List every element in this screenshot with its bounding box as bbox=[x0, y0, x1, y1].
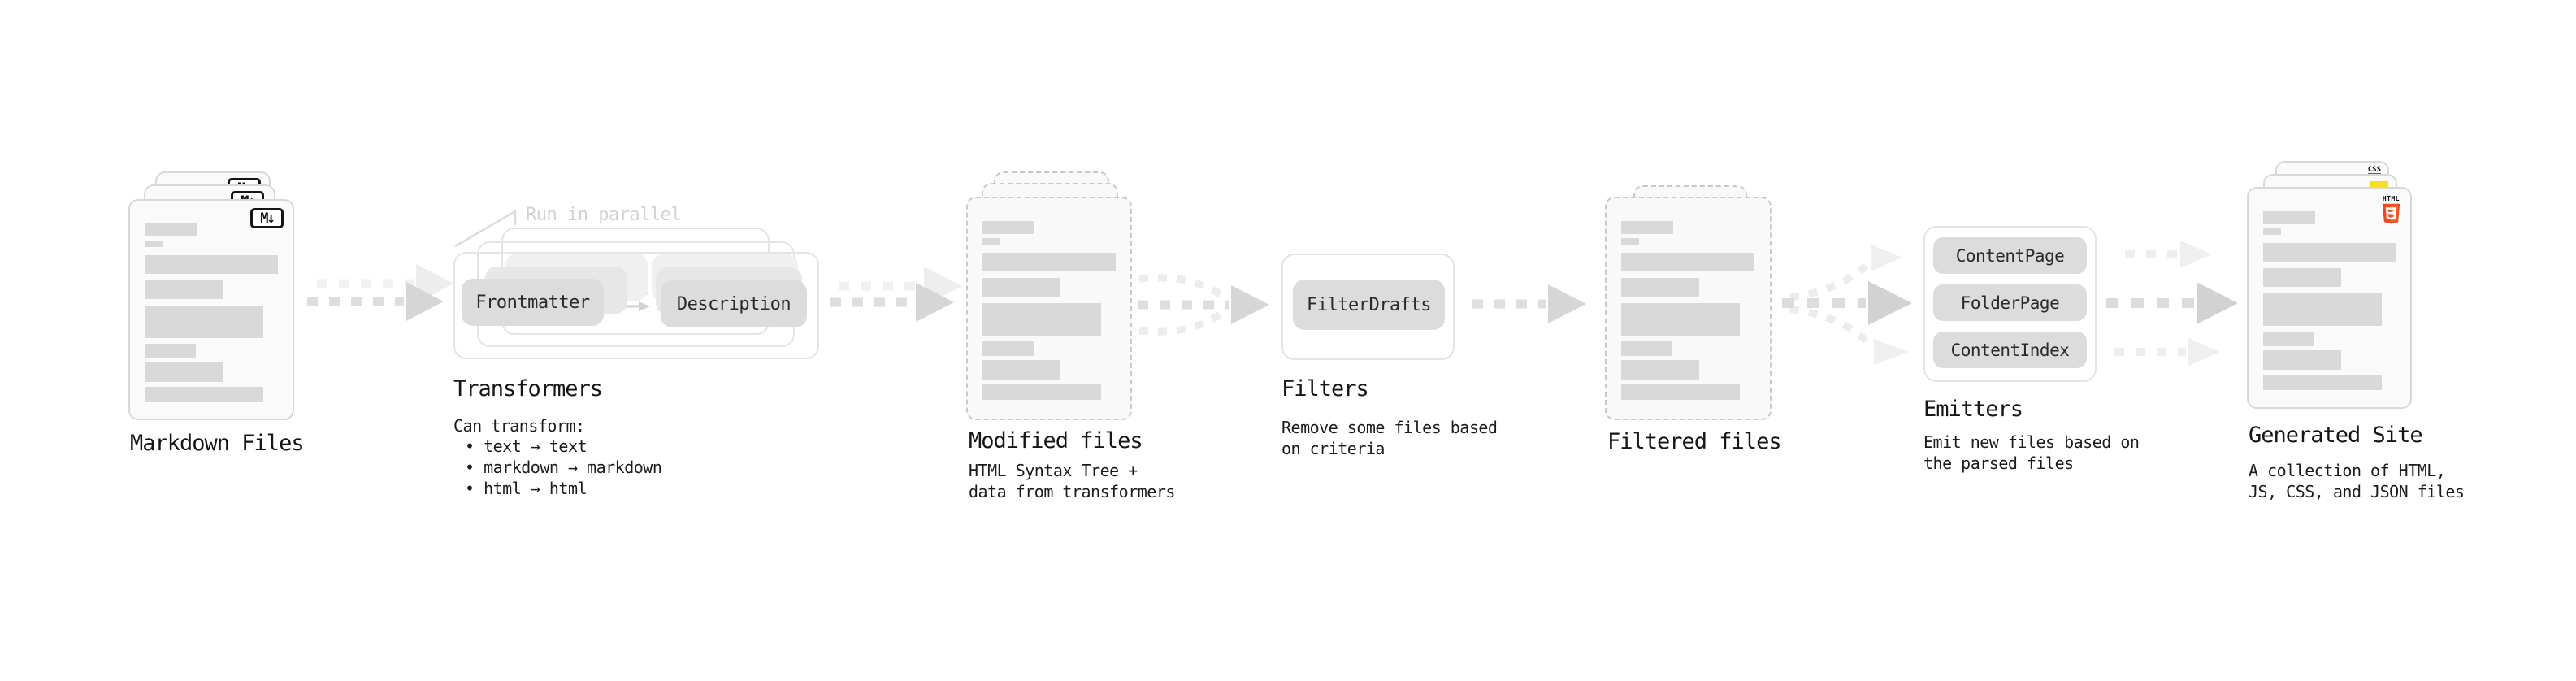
arrow-emitters-to-generated-middle bbox=[2106, 282, 2238, 324]
annotation-leader-line bbox=[454, 209, 517, 248]
folderpage-pill: FolderPage bbox=[1933, 284, 2087, 321]
placeholder-line bbox=[145, 387, 263, 402]
transformers-desc-heading: Can transform: bbox=[453, 416, 585, 436]
placeholder-text-lines bbox=[982, 221, 1116, 400]
run-in-parallel-annotation: Run in parallel bbox=[526, 205, 682, 225]
placeholder-line bbox=[145, 223, 197, 236]
modified-file-card-front bbox=[966, 197, 1132, 420]
placeholder-line bbox=[145, 255, 278, 274]
placeholder-line bbox=[145, 280, 223, 299]
generated-site-label: Generated Site bbox=[2249, 423, 2423, 448]
placeholder-line bbox=[1621, 278, 1699, 297]
emitters-label: Emitters bbox=[1923, 397, 2023, 422]
placeholder-line bbox=[2263, 375, 2382, 390]
filtered-file-card-front bbox=[1605, 197, 1772, 420]
arrow-filters-to-filtered bbox=[1472, 284, 1586, 323]
placeholder-line bbox=[1621, 360, 1699, 380]
modified-files-label: Modified files bbox=[969, 428, 1143, 453]
placeholder-line bbox=[145, 362, 223, 382]
placeholder-line bbox=[982, 360, 1060, 380]
node-transformers: Run in parallel Frontmatter Description … bbox=[453, 205, 835, 514]
html5-icon-word: HTML bbox=[2382, 195, 2400, 202]
filters-desc: Remove some files based on criteria bbox=[1281, 418, 1498, 458]
node-modified-files: Modified files HTML Syntax Tree + data f… bbox=[966, 171, 1194, 513]
placeholder-line bbox=[1621, 303, 1740, 336]
placeholder-line bbox=[2263, 332, 2314, 346]
generated-file-card-html: HTML bbox=[2247, 187, 2412, 409]
placeholder-line bbox=[982, 384, 1101, 400]
placeholder-line bbox=[1621, 384, 1740, 400]
node-generated-site: CSS HTML bbox=[2247, 161, 2491, 510]
placeholder-line bbox=[982, 238, 1000, 245]
arrow-markdown-to-transformers bbox=[307, 282, 444, 321]
html5-icon: HTML bbox=[2381, 196, 2401, 224]
markdown-icon: M↓ bbox=[250, 208, 284, 228]
placeholder-line bbox=[1621, 253, 1754, 271]
contentindex-pill: ContentIndex bbox=[1933, 332, 2087, 368]
arrow-filtered-to-emitters bbox=[1782, 245, 1912, 365]
placeholder-line bbox=[2263, 350, 2341, 370]
node-emitters: ContentPage FolderPage ContentIndex Emit… bbox=[1923, 226, 2159, 486]
placeholder-line bbox=[982, 303, 1101, 336]
placeholder-line bbox=[982, 341, 1034, 356]
arrow-emitters-to-generated-bottom bbox=[2114, 338, 2220, 366]
transformers-bullet-list: • text → text • markdown → markdown • ht… bbox=[465, 436, 662, 498]
contentpage-pill: ContentPage bbox=[1933, 237, 2087, 274]
node-filters: FilterDrafts Filters Remove some files b… bbox=[1281, 254, 1517, 473]
placeholder-line bbox=[2263, 268, 2341, 287]
placeholder-line bbox=[2263, 211, 2315, 224]
frontmatter-pill: Frontmatter bbox=[462, 279, 604, 326]
arrow-emitters-to-generated-top bbox=[2125, 241, 2212, 268]
node-markdown-files: M↓ M↓ M↓ Markdown Files bbox=[128, 161, 332, 470]
placeholder-line bbox=[2263, 228, 2281, 235]
emitters-desc: Emit new files based on the parsed files bbox=[1923, 432, 2140, 473]
modified-files-desc: HTML Syntax Tree + data from transformer… bbox=[969, 461, 1175, 501]
placeholder-line bbox=[1621, 238, 1639, 245]
description-pill: Description bbox=[661, 280, 807, 327]
generated-site-desc: A collection of HTML, JS, CSS, and JSON … bbox=[2249, 461, 2465, 501]
placeholder-line bbox=[145, 306, 263, 338]
placeholder-line bbox=[145, 344, 196, 358]
html5-shield bbox=[2382, 203, 2400, 224]
placeholder-line bbox=[1621, 221, 1673, 234]
placeholder-text-lines bbox=[2263, 211, 2396, 390]
placeholder-line bbox=[2263, 243, 2396, 262]
markdown-files-label: Markdown Files bbox=[130, 431, 305, 456]
placeholder-line bbox=[1621, 341, 1672, 356]
placeholder-line bbox=[145, 241, 163, 247]
transformer-frame-front bbox=[453, 252, 819, 359]
filtered-files-label: Filtered files bbox=[1607, 429, 1782, 454]
placeholder-text-lines bbox=[1621, 221, 1754, 400]
filterdrafts-pill: FilterDrafts bbox=[1293, 280, 1445, 330]
markdown-file-card-front: M↓ bbox=[128, 199, 294, 420]
placeholder-line bbox=[982, 221, 1034, 234]
transformers-label: Transformers bbox=[453, 376, 603, 401]
filters-label: Filters bbox=[1281, 376, 1369, 401]
placeholder-line bbox=[2263, 293, 2382, 326]
placeholder-line bbox=[982, 278, 1060, 297]
placeholder-text-lines bbox=[145, 223, 278, 402]
node-filtered-files: Filtered files bbox=[1605, 185, 1816, 478]
placeholder-line bbox=[982, 253, 1116, 271]
arrow-modified-to-filters bbox=[1138, 274, 1269, 336]
arrow-transformers-to-modified bbox=[830, 283, 954, 322]
